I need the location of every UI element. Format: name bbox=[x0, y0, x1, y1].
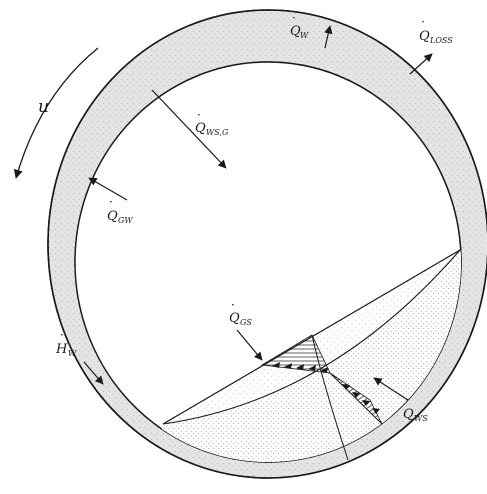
h-w-arrow bbox=[83, 361, 104, 385]
q-gw-label: · Q GW bbox=[107, 195, 133, 225]
svg-text:·: · bbox=[60, 328, 64, 342]
q-loss-label: · Q LOSS bbox=[419, 15, 453, 45]
q-w-arrow bbox=[324, 25, 333, 49]
svg-text:·: · bbox=[109, 195, 113, 209]
bed-divider-line bbox=[311, 334, 349, 461]
kiln-outer-wall bbox=[47, 9, 487, 479]
bed-surface-line bbox=[162, 249, 461, 425]
q-ws-g-arrow bbox=[151, 89, 227, 169]
q-w-label: · Q W bbox=[290, 11, 309, 40]
svg-text:·: · bbox=[292, 11, 296, 25]
bed-flow-arrowheads bbox=[272, 362, 380, 414]
q-gs-label: · Q GS bbox=[229, 298, 252, 327]
q-gs-arrow bbox=[236, 329, 263, 361]
svg-text:H: H bbox=[55, 342, 68, 357]
svg-text:Q: Q bbox=[403, 407, 414, 422]
svg-text:GS: GS bbox=[240, 318, 252, 327]
svg-text:W: W bbox=[300, 31, 309, 40]
q-ws-arrow bbox=[373, 377, 409, 401]
q-ws-g-label: · Q WS,G bbox=[195, 108, 229, 137]
h-w-label: · H W bbox=[55, 328, 77, 358]
svg-text:·: · bbox=[421, 15, 425, 29]
svg-text:Q: Q bbox=[419, 29, 430, 44]
svg-text:·: · bbox=[405, 393, 409, 407]
svg-text:W: W bbox=[68, 349, 77, 358]
rotation-speed-label: u bbox=[38, 97, 49, 117]
q-ws-label: · Q WS bbox=[403, 393, 428, 423]
svg-text:Q: Q bbox=[229, 311, 240, 326]
q-loss-arrow bbox=[409, 53, 433, 75]
svg-text:LOSS: LOSS bbox=[429, 36, 453, 45]
rotation-direction-arrow bbox=[13, 47, 99, 179]
bed-divider-line-lower bbox=[329, 372, 383, 425]
svg-text:Q: Q bbox=[195, 121, 206, 136]
svg-text:Q: Q bbox=[290, 24, 301, 39]
svg-text:WS: WS bbox=[414, 414, 428, 423]
svg-text:Q: Q bbox=[107, 209, 118, 224]
svg-text:WS,G: WS,G bbox=[206, 128, 229, 137]
svg-text:·: · bbox=[197, 108, 201, 122]
q-gw-arrow bbox=[88, 177, 128, 201]
svg-text:GW: GW bbox=[118, 216, 133, 225]
svg-text:·: · bbox=[231, 298, 235, 312]
